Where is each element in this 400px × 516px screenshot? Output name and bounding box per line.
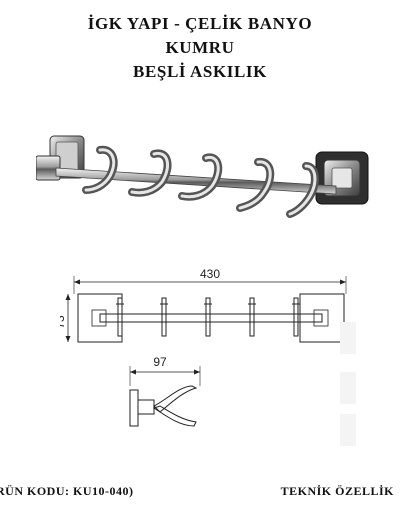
brand-title: İGK YAPI - ÇELİK BANYO [87, 14, 313, 33]
hooks [82, 145, 319, 218]
depth-dimension-label: 97 [153, 356, 167, 369]
title-block: İGK YAPI - ÇELİK BANYO KUMRU BEŞLİ ASKIL… [0, 12, 400, 84]
hook-outlines [116, 297, 300, 337]
product-code: RÜN KODU: KU10-040) [0, 484, 134, 498]
width-dimension-label: 430 [200, 268, 220, 281]
product-photo [36, 135, 369, 218]
front-view-drawing: 430 73 [60, 268, 347, 343]
bar-outline [99, 313, 323, 323]
left-wall-plate [36, 135, 85, 181]
product-title: BEŞLİ ASKILIK [133, 62, 267, 81]
faint-mark [340, 372, 356, 404]
faint-mark [340, 322, 356, 354]
series-title: KUMRU [165, 38, 235, 57]
right-wall-plate [315, 151, 369, 205]
height-dimension-label: 73 [60, 315, 67, 329]
faint-mark [340, 414, 356, 446]
side-view-drawing: 97 [129, 356, 201, 427]
right-plate-outline [299, 293, 345, 343]
technical-spec-label: TEKNİK ÖZELLİK [280, 484, 394, 498]
